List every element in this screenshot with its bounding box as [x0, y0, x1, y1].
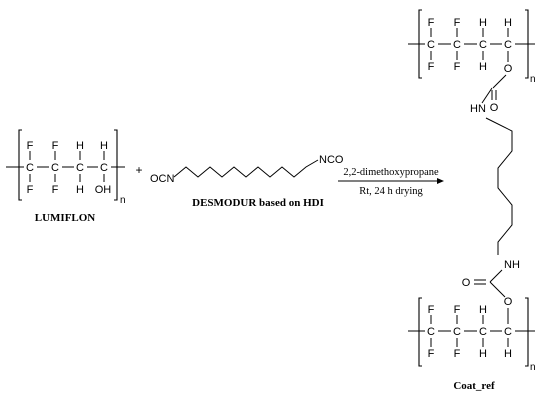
product-bottom-carbon: C	[453, 326, 461, 338]
lumiflon-hydrogen: H	[100, 140, 108, 152]
product-top-carbonyl-oxygen: O	[490, 102, 499, 114]
lumiflon-carbon-4: C	[100, 162, 108, 174]
bond-o-carbonyl	[492, 74, 507, 89]
bond-nh-carbonyl	[489, 269, 503, 283]
time-condition-label: Rt, 24 h drying	[359, 186, 423, 197]
lumiflon-repeat-n: n	[120, 195, 126, 206]
product-bottom-repeat-n: n	[530, 362, 536, 373]
right-bracket	[114, 129, 118, 201]
hexamethylene-chain	[173, 159, 319, 178]
product-top-fluorine: F	[454, 61, 461, 73]
lumiflon-carbon-2: C	[51, 162, 59, 174]
product-top-carbon: C	[427, 39, 435, 51]
product-bottom-hydrogen: H	[479, 304, 487, 316]
product-bottom-left-bracket	[418, 297, 422, 367]
product-top-carbon: C	[504, 39, 512, 51]
lumiflon-hydroxyl: OH	[95, 184, 112, 196]
lumiflon-carbon-3: C	[76, 162, 84, 174]
product-bottom-hydrogen: H	[504, 348, 512, 360]
product-bottom-hydrogen: H	[479, 348, 487, 360]
arrow-head	[437, 178, 444, 184]
product-top-carbon: C	[453, 39, 461, 51]
product-top-amide-nh: HN	[470, 103, 486, 115]
product-top-fluorine: F	[454, 17, 461, 29]
product-top-hydrogen: H	[479, 61, 487, 73]
lumiflon-fluorine: F	[27, 140, 34, 152]
lumiflon-hydrogen: H	[76, 184, 84, 196]
product-top-fluorine: F	[428, 61, 435, 73]
product-hexamethylene-linker	[485, 117, 513, 255]
product-label: Coat_ref	[453, 380, 495, 392]
bond-carbonyl-o	[489, 281, 506, 298]
product-bottom-carbonyl-oxygen: O	[462, 277, 471, 289]
lumiflon-structure: C C C C F F H H F F H OH n LUMIFLON	[6, 129, 126, 224]
lumiflon-label: LUMIFLON	[35, 212, 96, 224]
desmodur-structure: OCN NCO DESMODUR based on HDI	[150, 154, 344, 209]
lumiflon-fluorine: F	[52, 140, 59, 152]
product-top-hydrogen: H	[504, 17, 512, 29]
bond-carbonyl-nh	[481, 87, 493, 104]
reagent-label: 2,2-dimethoxypropane	[343, 167, 439, 178]
product-bottom-fluorine: F	[454, 348, 461, 360]
product-bottom-fluorine: F	[428, 348, 435, 360]
product-bottom-carbon: C	[479, 326, 487, 338]
product-bottom-fluorine: F	[428, 304, 435, 316]
desmodur-label: DESMODUR based on HDI	[192, 197, 324, 209]
product-bottom-amide-nh: NH	[504, 259, 520, 271]
lumiflon-hydrogen: H	[76, 140, 84, 152]
product-top-fluorine: F	[428, 17, 435, 29]
left-bracket	[18, 129, 22, 201]
isocyanate-right: NCO	[319, 154, 344, 166]
isocyanate-left: OCN	[150, 173, 175, 185]
lumiflon-fluorine: F	[52, 184, 59, 196]
lumiflon-fluorine: F	[27, 184, 34, 196]
product-bottom-right-bracket	[525, 297, 529, 367]
product-bottom-fluorine: F	[454, 304, 461, 316]
product-bottom-carbon: C	[427, 326, 435, 338]
product-top-ester-oxygen: O	[504, 63, 513, 75]
reaction-arrow: 2,2-dimethoxypropane Rt, 24 h drying	[338, 167, 444, 197]
product-top-carbon: C	[479, 39, 487, 51]
product-bottom-carbon: C	[504, 326, 512, 338]
product-structure: C C C C F F H H F F H O n O HN NH O O	[408, 9, 536, 392]
product-top-hydrogen: H	[479, 17, 487, 29]
plus-sign: +	[135, 163, 142, 177]
lumiflon-carbon-1: C	[26, 162, 34, 174]
product-bottom-ester-oxygen: O	[504, 296, 513, 308]
product-top-repeat-n: n	[530, 74, 536, 85]
